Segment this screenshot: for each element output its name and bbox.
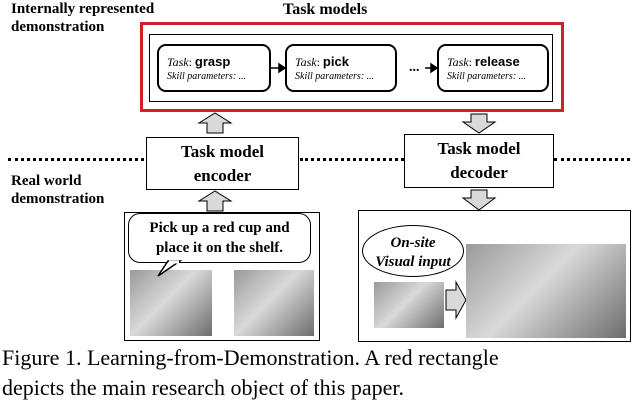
internal-demo-label: Internally represented demonstration — [11, 1, 155, 35]
robot-panel — [358, 210, 631, 342]
separator-left — [8, 158, 144, 161]
task-card-release: Task: release Skill parameters: ... — [437, 44, 549, 92]
real-demo-label: Real world demonstration — [11, 173, 105, 207]
demonstration-panel — [124, 212, 320, 341]
demonstration-photo — [234, 270, 314, 336]
encoder-box: Task model encoder — [146, 137, 299, 190]
highlight-rectangle — [140, 22, 564, 112]
speech-bubble: Pick up a red cup and place it on the sh… — [128, 213, 311, 263]
separator-middle — [300, 158, 404, 161]
arrow-down-icon — [461, 189, 497, 211]
task-card-grasp: Task: grasp Skill parameters: ... — [157, 44, 271, 92]
task-card-pick: Task: pick Skill parameters: ... — [285, 44, 397, 92]
arrow-up-icon — [197, 112, 233, 134]
arrow-up-icon — [197, 190, 233, 212]
figure-caption: Figure 1. Learning-from-Demonstration. A… — [2, 345, 499, 400]
arrow-right-icon — [445, 280, 467, 320]
robot-photo — [466, 244, 626, 338]
arrow-right-icon — [278, 62, 287, 74]
separator-right — [554, 158, 630, 161]
onsite-input-ellipse: On-site Visual input — [362, 225, 464, 277]
task-models-container — [149, 34, 553, 102]
arrow-right-icon — [430, 62, 439, 74]
arrow-down-icon — [461, 113, 497, 134]
demonstration-photo — [130, 270, 212, 336]
onsite-visual-photo — [374, 282, 444, 328]
task-ellipsis: ... — [409, 60, 420, 75]
task-models-title: Task models — [283, 1, 368, 18]
decoder-box: Task model decoder — [404, 134, 554, 188]
